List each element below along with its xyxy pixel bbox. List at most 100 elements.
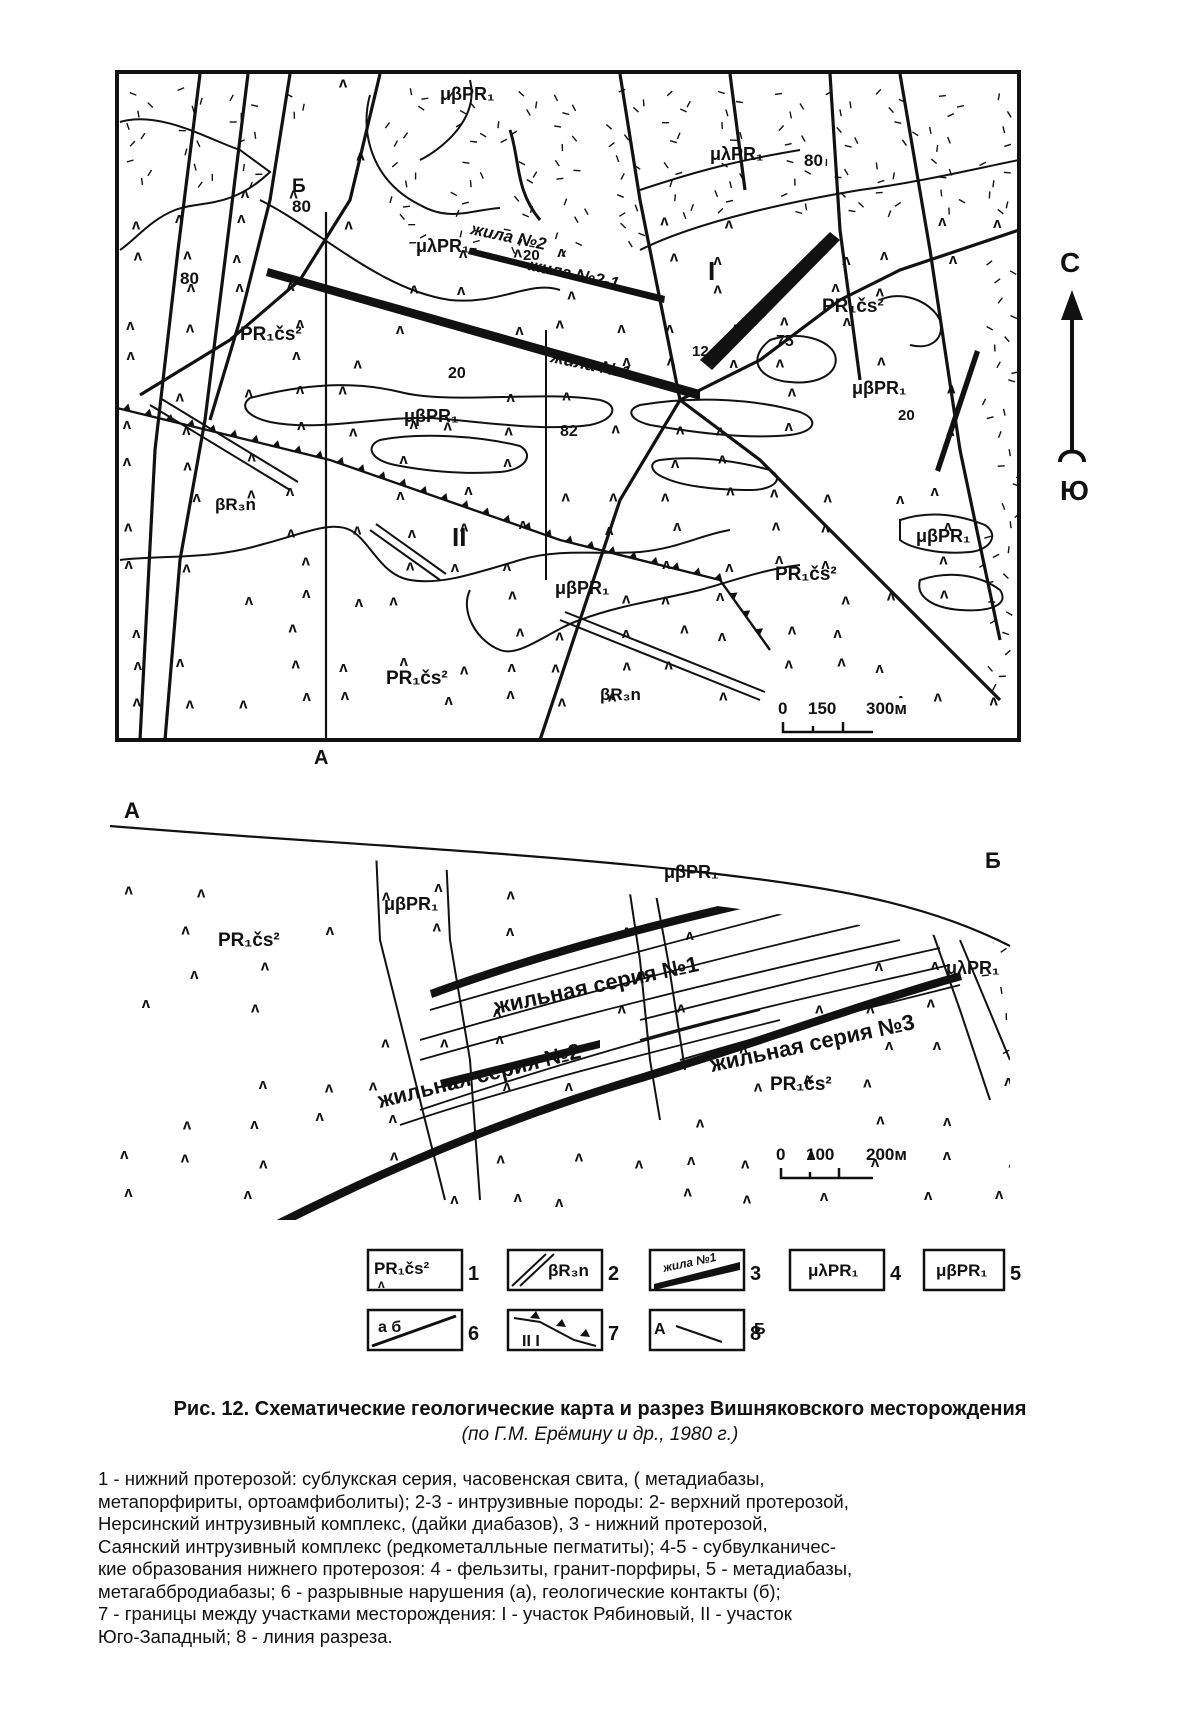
lambda-mark: ʌ (863, 1075, 872, 1092)
lambda-mark: ʌ (126, 317, 135, 334)
legend-line: кие образования нижнего протерозоя: 4 - … (98, 1558, 853, 1579)
lambda-mark: ʌ (713, 252, 722, 269)
lambda-mark: ʌ (381, 1034, 390, 1051)
legend-swatch-2-text: βR₃n (548, 1261, 589, 1280)
dash-mark (472, 239, 480, 244)
dash-mark (858, 201, 865, 208)
lambda-mark: ʌ (551, 660, 560, 677)
dash-mark (1001, 502, 1006, 511)
legend-number-4: 4 (890, 1263, 902, 1285)
dash-mark (1011, 371, 1019, 375)
lambda-mark: ʌ (519, 516, 528, 533)
lambda-mark: ʌ (408, 525, 417, 542)
lambda-mark: ʌ (444, 692, 453, 709)
lambda-mark: ʌ (934, 688, 943, 705)
lambda-mark: ʌ (785, 656, 794, 673)
vein-line-8 (399, 1019, 781, 1126)
boundary-tooth (251, 434, 259, 443)
dash-mark (795, 210, 803, 215)
lambda-mark: ʌ (450, 1191, 459, 1208)
lambda-mark: ʌ (434, 879, 443, 896)
dash-mark (254, 131, 257, 139)
lambda-mark: ʌ (504, 423, 513, 440)
series-label-2: жильная серия №2 (374, 1038, 583, 1113)
dash-mark (229, 94, 234, 102)
map-scale-tick-0: 0 (778, 699, 787, 718)
dash-mark (389, 196, 393, 204)
dash-mark (518, 238, 523, 246)
dash-mark (997, 297, 1003, 304)
lambda-mark: ʌ (389, 1110, 398, 1127)
dash-mark (1000, 986, 1003, 995)
lambda-mark: ʌ (124, 1184, 133, 1201)
dash-mark (404, 180, 408, 188)
legend-line: метапорфириты, ортоамфиболиты); 2-3 - ин… (98, 1490, 849, 1512)
legend-number-3: 3 (750, 1263, 761, 1285)
dash-mark (1021, 136, 1028, 139)
dash-mark (663, 161, 669, 169)
dash-mark (1008, 379, 1016, 383)
section-unit-chas-right: PR₁čs² (770, 1074, 832, 1095)
dash-mark (839, 109, 842, 117)
dip-12: 12 (692, 343, 709, 360)
vein-1 (266, 268, 700, 400)
dash-mark (627, 240, 633, 248)
boundary-tooth (336, 456, 344, 465)
legend-swatch-1 (366, 1248, 464, 1292)
dash-mark (836, 126, 842, 134)
dash-mark (459, 230, 463, 238)
dash-mark (1015, 476, 1019, 479)
dash-mark (402, 205, 411, 208)
vein-right (700, 232, 840, 370)
dash-mark (554, 125, 562, 128)
map-unit-metadiabase-far-right: μβPR₁ (916, 526, 970, 546)
fault-9 (898, 73, 1002, 641)
legend-swatch-6-text: а б (378, 1319, 401, 1336)
lambda-mark: ʌ (677, 999, 686, 1016)
section-contact-3 (624, 859, 661, 1121)
legend-swatch-1-text: PR₁čs² (374, 1259, 430, 1278)
lambda-mark: ʌ (339, 75, 348, 92)
lambda-mark: ʌ (661, 488, 670, 505)
dash-mark (669, 139, 677, 144)
lambda-mark: ʌ (355, 594, 364, 611)
dash-mark (725, 109, 729, 117)
dash-mark (675, 171, 683, 176)
lambda-mark: ʌ (843, 313, 852, 330)
dash-mark (1000, 947, 1007, 953)
dash-mark (997, 93, 1001, 101)
vein-far-right (935, 350, 980, 472)
lambda-mark: ʌ (995, 1186, 1004, 1203)
dash-mark (608, 142, 615, 148)
lambda-mark: ʌ (132, 217, 141, 234)
dash-mark (421, 97, 429, 100)
lambda-mark: ʌ (134, 248, 143, 265)
thick-vein-short (440, 1040, 600, 1088)
dash-mark (930, 158, 938, 165)
lambda-mark: ʌ (716, 588, 725, 605)
dip-80-right: 80 (804, 151, 823, 170)
north-label: С (1060, 247, 1080, 278)
dash-mark (470, 140, 478, 143)
figure-caption-subtitle: (по Г.М. Ерёмину и др., 1980 г.) (461, 1424, 739, 1445)
dash-mark (251, 104, 259, 108)
fault-1 (138, 73, 202, 740)
legend-box-5: μβPR₁ 5 (922, 1248, 1021, 1292)
lambda-mark: ʌ (741, 1155, 750, 1172)
map-unit-metadiabase-top: μβPR₁ (440, 84, 494, 104)
faults (138, 73, 1019, 740)
legend-number-1: 1 (468, 1263, 479, 1285)
lambda-mark: ʌ (939, 552, 948, 569)
legend-swatch-7-teeth (530, 1311, 590, 1337)
dash-mark (992, 895, 997, 903)
lambda-mark: ʌ (887, 588, 896, 605)
dash-mark (986, 325, 994, 331)
vein-line-2 (419, 924, 861, 1041)
boundary-tooth (419, 485, 428, 494)
north-arrow-tail (1058, 449, 1086, 463)
section-label-b: Б (985, 848, 1001, 873)
legend-box-3: жила №1 3 (648, 1248, 761, 1292)
dash-mark (147, 169, 153, 177)
lambda-mark: ʌ (125, 556, 134, 573)
